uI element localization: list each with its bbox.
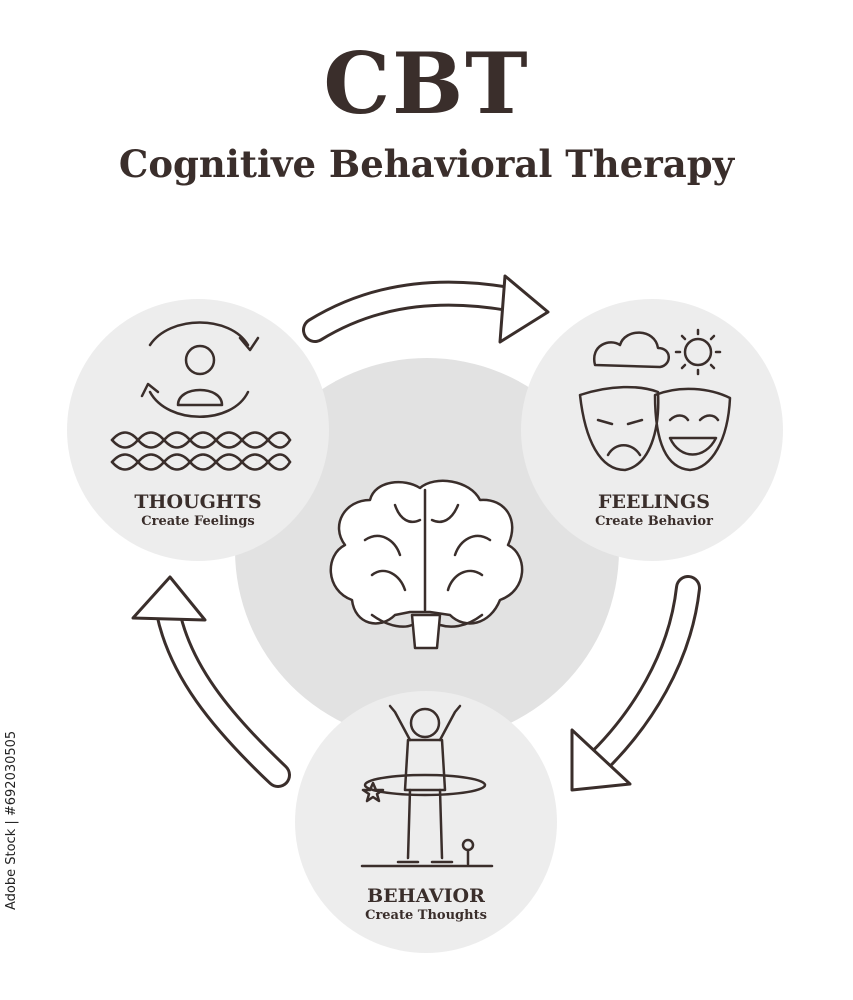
behavior-circle	[295, 691, 557, 953]
brain-icon	[329, 479, 524, 650]
arrow-feelings-to-behavior	[570, 575, 701, 792]
feelings-icon	[578, 328, 732, 472]
behavior-name: BEHAVIOR	[367, 885, 485, 907]
page-subtitle: Cognitive Behavioral Therapy	[118, 142, 735, 186]
feelings-label: FEELINGS Create Behavior	[534, 492, 774, 531]
behavior-label: BEHAVIOR Create Thoughts	[306, 886, 546, 925]
thoughts-circle	[67, 299, 329, 561]
thoughts-description: Create Feelings	[141, 513, 255, 529]
thoughts-icon	[110, 321, 292, 471]
thoughts-name: THOUGHTS	[134, 491, 262, 513]
feelings-name: FEELINGS	[597, 491, 710, 513]
arrow-thoughts-to-feelings	[302, 274, 550, 344]
behavior-description: Create Thoughts	[365, 907, 487, 923]
page-title: CBT	[323, 34, 530, 133]
stock-id-watermark: Adobe Stock | #692030505	[4, 730, 19, 910]
feelings-circle	[521, 299, 783, 561]
arrow-behavior-to-thoughts	[131, 575, 291, 788]
behavior-icon	[360, 704, 494, 868]
thoughts-label: THOUGHTS Create Feelings	[78, 492, 318, 531]
feelings-description: Create Behavior	[595, 513, 713, 529]
